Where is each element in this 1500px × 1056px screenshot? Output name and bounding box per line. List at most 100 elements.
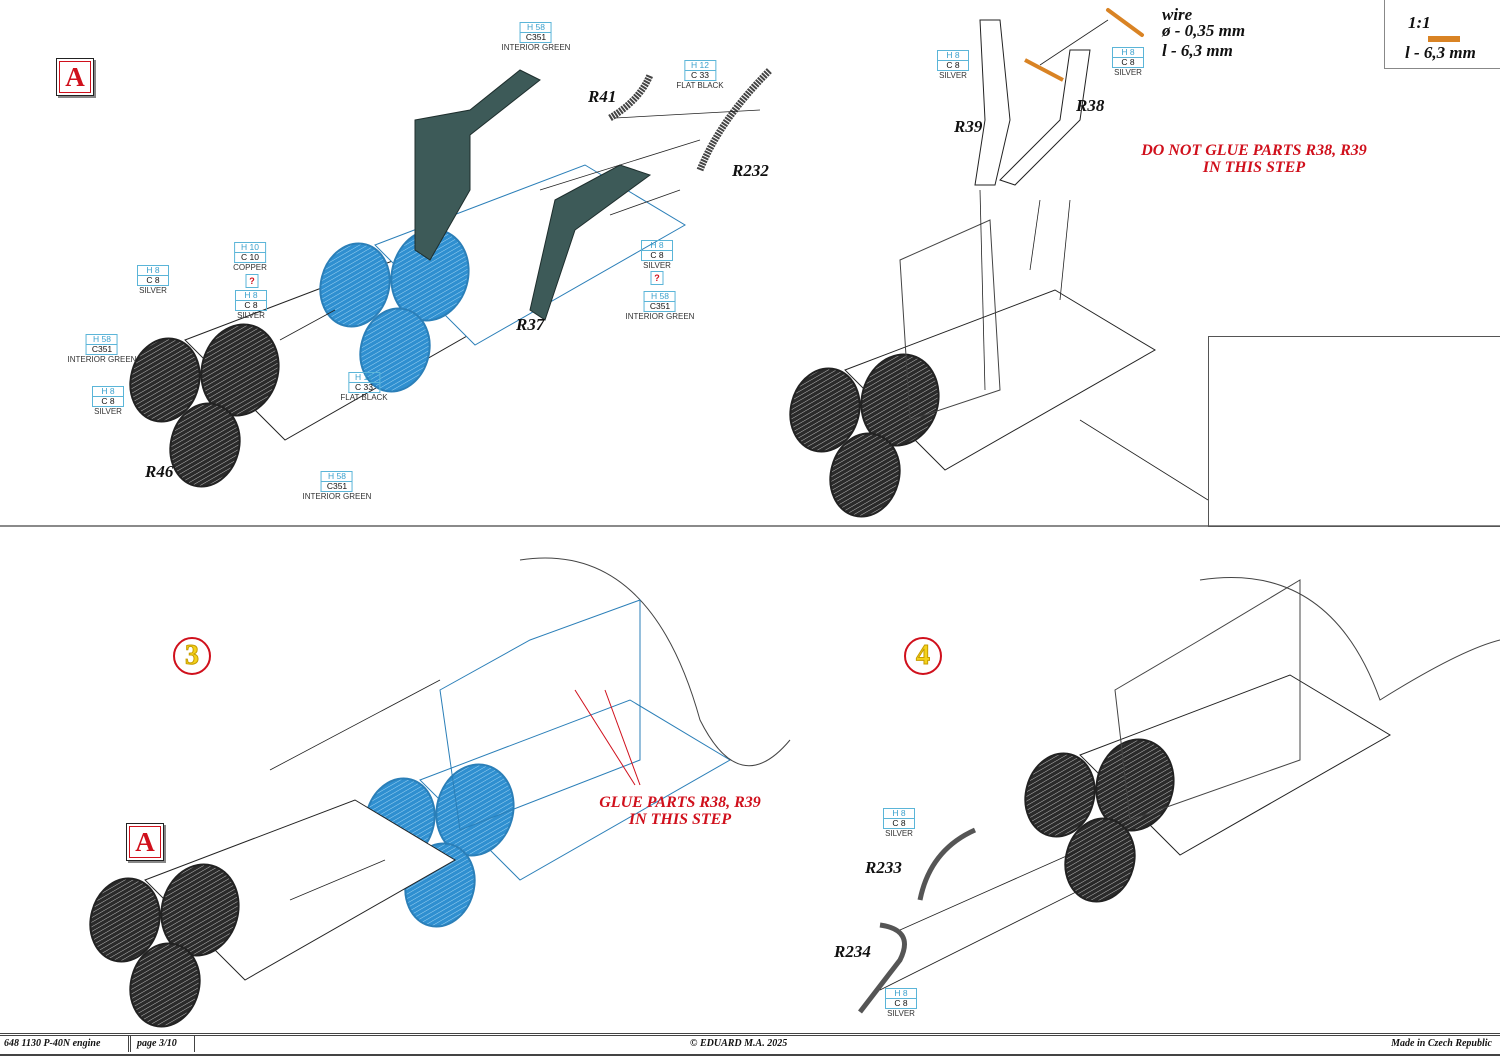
- callout-gunze-code: H 58: [520, 22, 552, 33]
- callout-color-name: INTERIOR GREEN: [67, 355, 137, 364]
- callout-gunze-code: H 8: [885, 988, 917, 999]
- unknown-color-marker: ?: [650, 271, 664, 285]
- engine-step3-sub-intake-screen: [89, 877, 161, 963]
- callout-gunze-code: H 8: [1112, 47, 1144, 58]
- callout-gunze-code: H 58: [86, 334, 118, 345]
- step-number-3: 3: [173, 637, 211, 675]
- callout-mr-color-code: C 8: [885, 999, 917, 1009]
- fuselage-outline: [1199, 577, 1500, 701]
- callout-mr-color-code: C 8: [1112, 58, 1144, 68]
- callout-color-name: SILVER: [237, 311, 265, 320]
- scale-ratio: 1:1: [1408, 13, 1431, 32]
- part-label-r234: R234: [834, 942, 871, 961]
- callout-color-name: SILVER: [643, 261, 671, 270]
- engine-step4-intake-screen: [1024, 752, 1096, 838]
- callout-mr-color-code: C 8: [641, 251, 673, 261]
- detail-inset: [1208, 336, 1500, 527]
- engine-step4-intake-screen: [1064, 817, 1136, 903]
- callout-color-name: FLAT BLACK: [340, 393, 388, 402]
- part-label-r232: R232: [732, 161, 769, 180]
- callout-mr-color-code: C 8: [937, 61, 969, 71]
- step-marker-a: A: [56, 58, 94, 96]
- wire-part: [1106, 8, 1144, 37]
- engine-step2-intake-screen: [829, 432, 901, 518]
- wire-title: wire: [1162, 5, 1193, 24]
- callout-gunze-code: H 8: [937, 50, 969, 61]
- unknown-color-marker: ?: [245, 274, 259, 288]
- callout-color-name: INTERIOR GREEN: [501, 43, 571, 52]
- step-marker-a-bottom: A: [126, 823, 164, 861]
- part-label-r233: R233: [865, 858, 902, 877]
- part-label-r41: R41: [588, 87, 617, 106]
- callout-mr-color-code: C 10: [233, 253, 266, 263]
- callout-gunze-code: H 8: [92, 386, 124, 397]
- wire-diameter: ø - 0,35 mm: [1162, 21, 1246, 40]
- callout-color-name: SILVER: [139, 286, 167, 295]
- footer-origin: Made in Czech Republic: [1391, 1038, 1492, 1049]
- assembly-arrows: [269, 19, 1209, 991]
- section-divider: [0, 525, 1500, 527]
- callout-color-name: SILVER: [1114, 68, 1142, 77]
- part-r38: [999, 49, 1091, 186]
- fuselage-outline: [519, 557, 791, 767]
- callout-mr-color-code: C351: [520, 33, 552, 43]
- callout-color-name: SILVER: [939, 71, 967, 80]
- callout-color-name: COPPER: [233, 263, 267, 272]
- footer-code: 648 1130 P-40N engine: [4, 1038, 101, 1049]
- frame-r37-part: [414, 69, 541, 261]
- engine-r46-intake-screen: [129, 337, 201, 423]
- callout-mr-color-code: C 33: [684, 71, 716, 81]
- callout-mr-color-code: C351: [321, 482, 353, 492]
- callout-color-name: SILVER: [94, 407, 122, 416]
- engine-r37-intake-screen: [359, 307, 431, 393]
- scale-box: 1:1 l - 6,3 mm: [1384, 0, 1500, 69]
- callout-color-name: FLAT BLACK: [676, 81, 724, 90]
- glue-pointer-lines: [574, 689, 641, 786]
- callout-gunze-code: H 12: [348, 372, 380, 383]
- callout-mr-color-code: C 8: [137, 276, 169, 286]
- callout-mr-color-code: C351: [86, 345, 118, 355]
- callout-gunze-code: H 10: [233, 242, 266, 253]
- footer-page: page 3/10: [128, 1036, 177, 1052]
- callout-color-name: INTERIOR GREEN: [625, 312, 695, 321]
- callout-gunze-code: H 58: [644, 291, 676, 302]
- callout-mr-color-code: C 8: [883, 819, 915, 829]
- scale-length: l - 6,3 mm: [1405, 43, 1476, 62]
- part-r39: [974, 19, 1011, 186]
- engine-r46-intake-screen: [169, 402, 241, 488]
- part-label-r37: R37: [516, 315, 545, 334]
- callout-gunze-code: H 12: [684, 60, 716, 71]
- firewall: [1114, 579, 1301, 821]
- step-number-4: 4: [904, 637, 942, 675]
- pipe-r233: [917, 827, 977, 901]
- callout-color-name: INTERIOR GREEN: [302, 492, 372, 501]
- callout-gunze-code: H 58: [321, 471, 353, 482]
- wire-installed: [1024, 58, 1064, 82]
- callout-gunze-code: H 8: [137, 265, 169, 276]
- wire-scale-bar: [1428, 36, 1460, 42]
- pipe-r234: [858, 922, 907, 1014]
- callout-color-name: SILVER: [887, 1009, 915, 1018]
- wire-length: l - 6,3 mm: [1162, 41, 1233, 60]
- firewall-blue: [439, 599, 641, 831]
- frame-step2: [899, 219, 1001, 421]
- callout-gunze-code: H 8: [641, 240, 673, 251]
- engine-step2-intake-screen: [789, 367, 861, 453]
- part-label-r39: R39: [954, 117, 983, 136]
